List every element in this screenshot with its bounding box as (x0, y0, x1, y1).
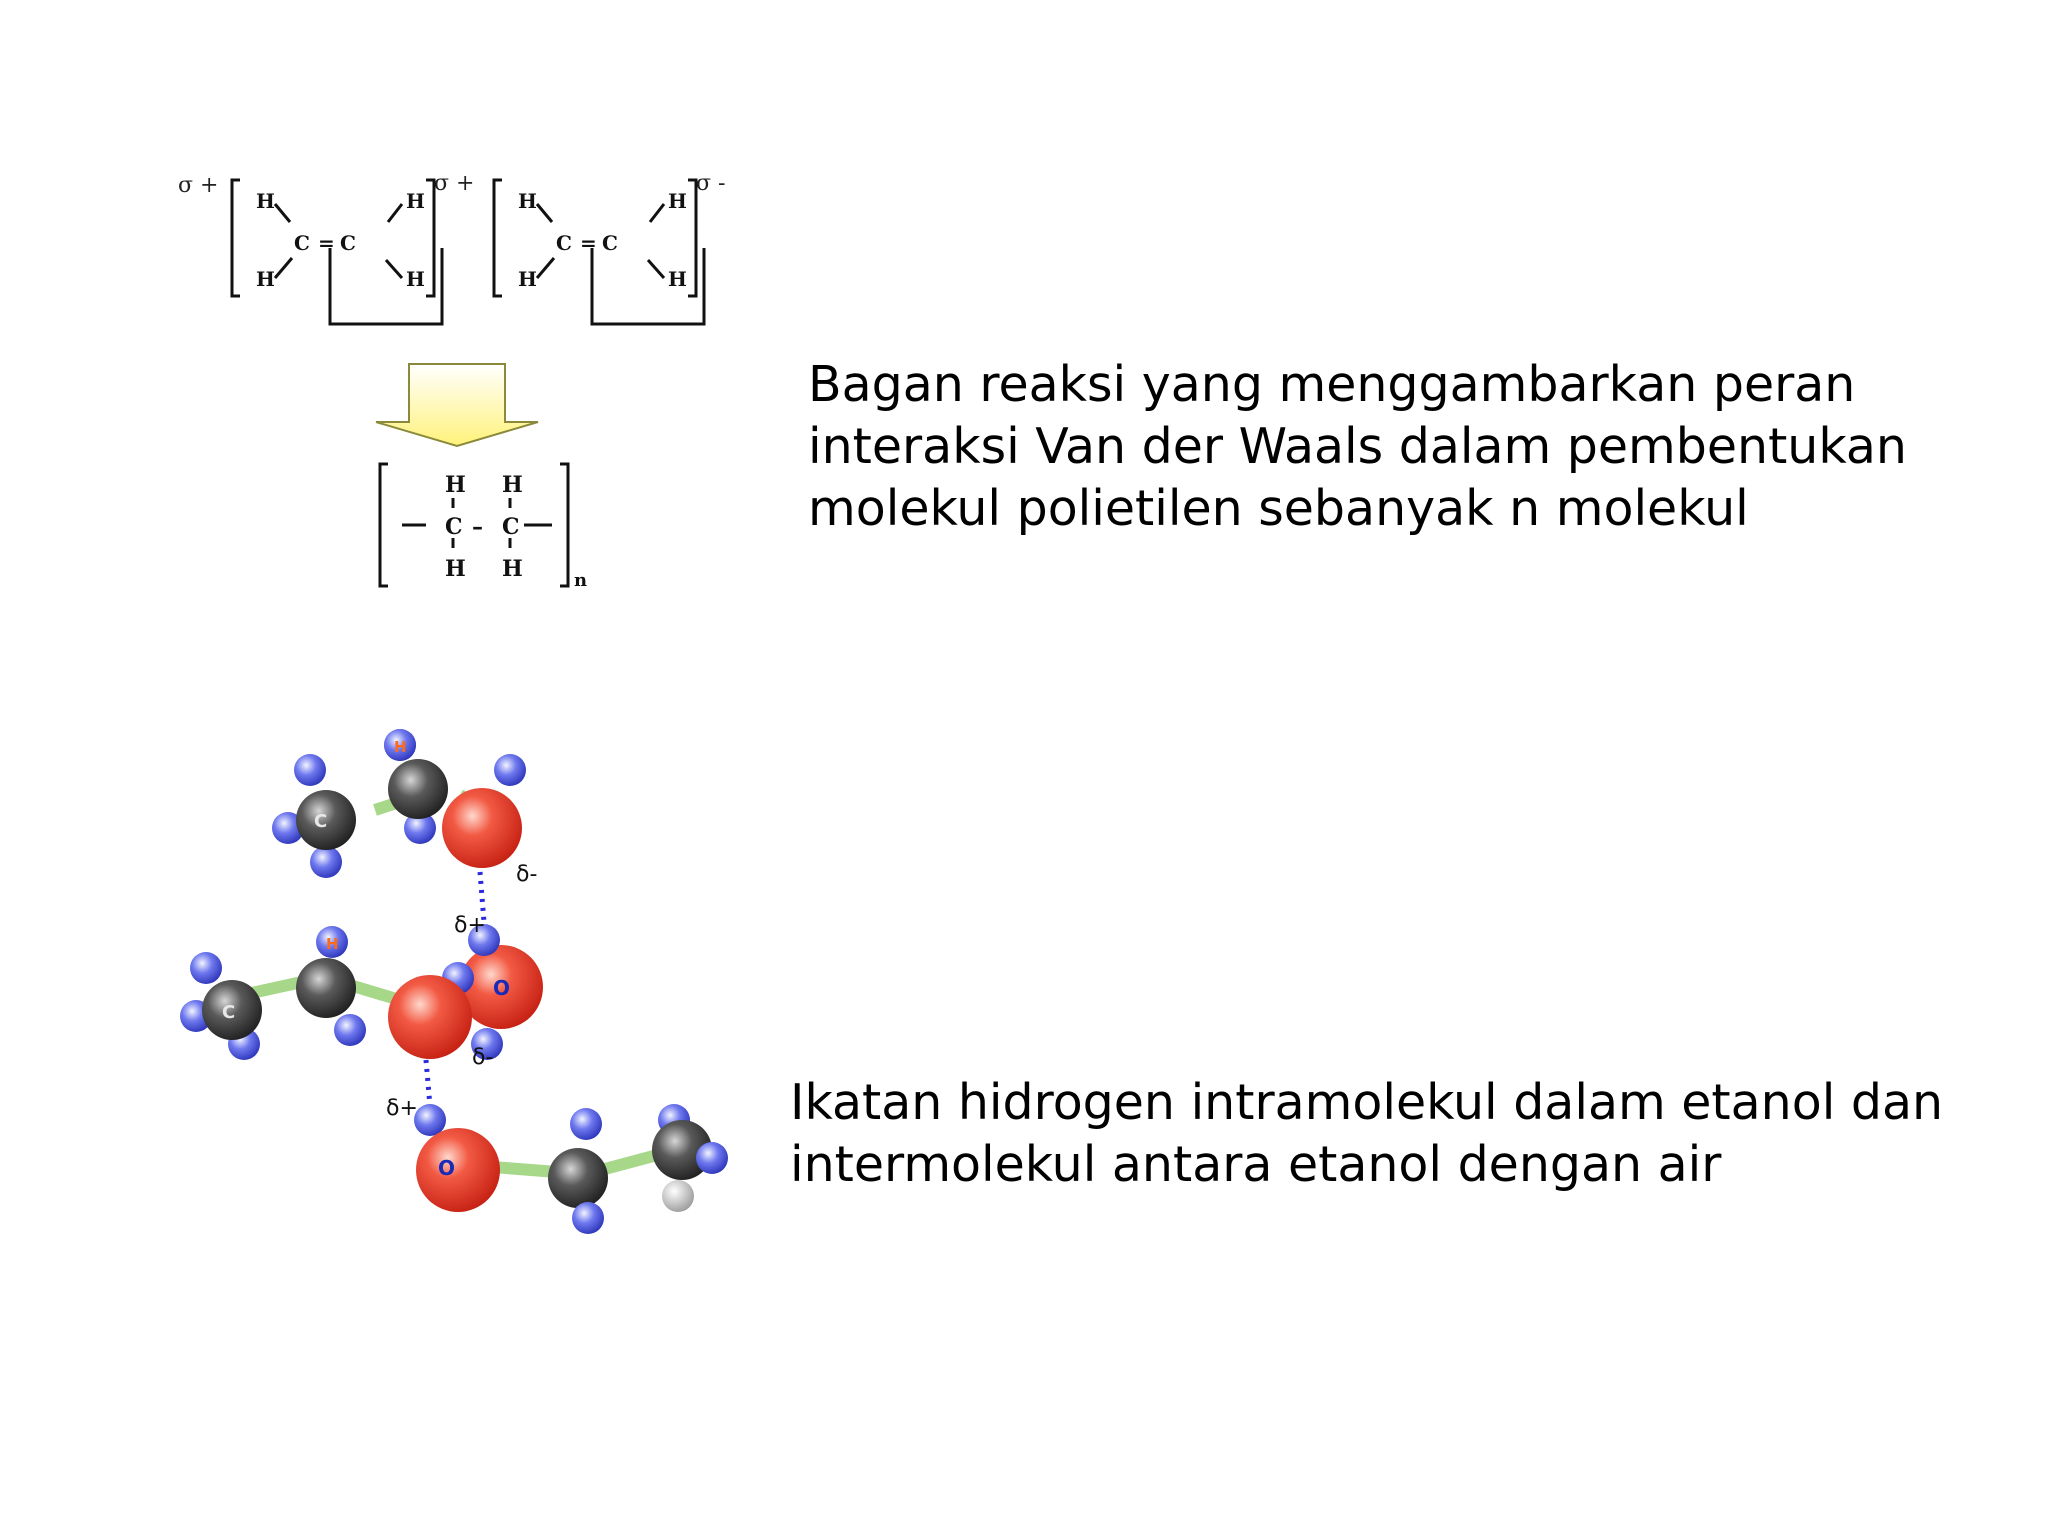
hydrogen-atom (570, 1108, 602, 1140)
caption-line: Bagan reaksi yang menggambarkan peran (808, 356, 1856, 413)
oxygen-label: O (438, 1156, 455, 1180)
delta-plus-label: δ+ (454, 913, 486, 938)
carbon-atom (548, 1148, 608, 1208)
carbon-label: C (556, 231, 572, 255)
carbon-atom (296, 958, 356, 1018)
hydrogen-atom (316, 926, 348, 958)
carbon-label: C (445, 514, 463, 540)
hydrogen-bond-caption: Ikatan hidrogen intramolekul dalam etano… (790, 1072, 1943, 1196)
reaction-arrow (375, 363, 539, 448)
oxygen-atom (442, 788, 522, 868)
oxygen-atom (416, 1128, 500, 1212)
hydrogen-atom (696, 1142, 728, 1174)
ethanol-molecule: C H δ- (272, 729, 537, 887)
caption-line: intermolekul antara etanol dengan air (790, 1136, 1722, 1193)
carbon-atom (202, 980, 262, 1040)
double-bond-symbol: = (318, 231, 335, 255)
ethanol-molecule: O δ+ (386, 1096, 728, 1234)
oxygen-atom (388, 975, 472, 1059)
hydrogen-atom (334, 1014, 366, 1046)
repeat-subscript: n (574, 570, 587, 591)
caption-line: Ikatan hidrogen intramolekul dalam etano… (790, 1074, 1944, 1131)
ethanol-molecule: C H δ- (180, 926, 493, 1070)
carbon-label: C (602, 231, 618, 255)
charge-label: σ + (434, 171, 474, 196)
hydrogen-atom (494, 754, 526, 786)
delta-minus-label: δ- (516, 862, 537, 887)
oxygen-label: O (493, 976, 510, 1000)
hydrogen-label: H (445, 472, 466, 498)
hydrogen-label: H (256, 267, 275, 291)
hydrogen-label: H (326, 935, 339, 953)
hydrogen-atom (572, 1202, 604, 1234)
hydrogen-label: H (406, 189, 425, 213)
water-molecule: O δ+ (454, 913, 543, 1060)
hydrogen-label: H (668, 189, 687, 213)
polyethylene-caption: Bagan reaksi yang menggambarkan peran in… (808, 354, 1907, 540)
carbon-label: C (340, 231, 356, 255)
carbon-atom (296, 790, 356, 850)
hydrogen-atom (404, 812, 436, 844)
charge-label: σ - (696, 171, 725, 196)
hydrogen-label: H (445, 556, 466, 582)
ethylene-molecule (492, 178, 706, 326)
hydrogen-atom (310, 846, 342, 878)
hydrogen-atom (468, 924, 500, 956)
single-bond-symbol: – (472, 514, 483, 540)
hydrogen-label: H (518, 267, 537, 291)
carbon-label: C (314, 811, 327, 832)
hydrogen-label: H (518, 189, 537, 213)
hydrogen-label: H (502, 556, 523, 582)
delta-minus-label: δ- (472, 1045, 493, 1070)
hydrogen-atom (662, 1180, 694, 1212)
hydrogen-label: H (406, 267, 425, 291)
ethylene-polymerization-scheme: σ + σ + σ - H H H H C = C H H H H C = C (178, 171, 725, 591)
hydrogen-label: H (502, 472, 523, 498)
hydrogen-label: H (256, 189, 275, 213)
hydrogen-atom (384, 729, 416, 761)
double-bond-symbol: = (580, 231, 597, 255)
carbon-atom (388, 759, 448, 819)
hydrogen-bond (423, 1059, 433, 1107)
ethanol-water-hydrogen-bonding-model: C H δ- O δ+ C H δ- (180, 729, 728, 1234)
hydrogen-atom (190, 952, 222, 984)
polyethylene-repeat-unit (378, 462, 570, 588)
caption-line: molekul polietilen sebanyak n molekul (808, 480, 1749, 537)
carbon-label: C (502, 514, 520, 540)
hydrogen-label: H (668, 267, 687, 291)
carbon-label: C (222, 1002, 235, 1023)
carbon-atom (652, 1120, 712, 1180)
delta-plus-label: δ+ (386, 1096, 418, 1121)
ethylene-molecule (230, 178, 444, 326)
charge-label: σ + (178, 173, 218, 198)
caption-line: interaksi Van der Waals dalam pembentuka… (808, 418, 1907, 475)
hydrogen-label: H (394, 738, 407, 756)
carbon-label: C (294, 231, 310, 255)
hydrogen-atom (294, 754, 326, 786)
hydrogen-atom (471, 1028, 503, 1060)
oxygen-atom (459, 945, 543, 1029)
hydrogen-atom (414, 1104, 446, 1136)
